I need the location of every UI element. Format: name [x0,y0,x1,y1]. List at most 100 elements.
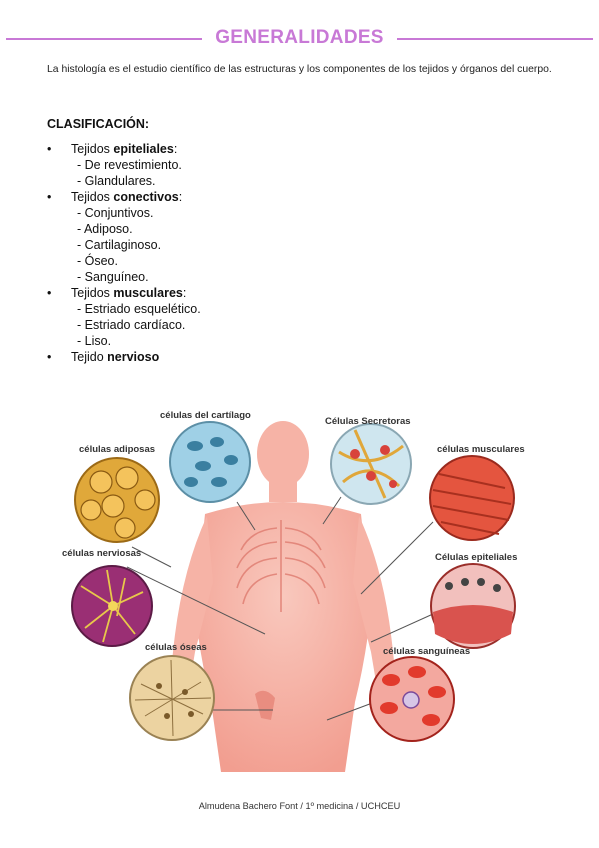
list-item: - Liso. [77,334,112,348]
body-pelvis [255,690,275,720]
list-item: - Glandulares. [77,174,156,188]
nerve-cells-circle [71,565,153,647]
canaliculus [170,659,174,737]
list-item: - Adiposo. [77,222,133,236]
red-blood-cell [408,666,426,678]
connector-nerviosas [126,566,266,635]
red-blood-cells [380,666,446,726]
lacuna [184,477,198,487]
cell [380,445,390,455]
cell [366,471,376,481]
cell [389,480,397,488]
rib [240,527,278,551]
adipose-cells-circle [74,457,160,543]
list-item: - Sanguíneo. [77,270,149,284]
tissues-illustration: células del cartílago Células Secretoras [55,402,555,772]
category-epiteliales: • Tejidos epiteliales: [47,141,347,157]
canaliculus [134,697,212,701]
connector-cartilago [236,501,256,531]
rib [284,573,320,605]
classification-list: • Tejidos epiteliales: - De revestimient… [47,141,347,365]
title-row: GENERALIDADES [0,27,599,51]
red-blood-cell [428,686,446,698]
secretory-cells-circle [330,423,412,505]
adipocyte [114,517,136,539]
tissues-illustration-svg: células del cartílago Células Secretoras [62,410,525,772]
rib [284,541,326,569]
list-item: - De revestimiento. [77,158,182,172]
bullet: • [47,350,52,364]
lacuna [195,461,211,471]
body-head [257,421,309,487]
lacuna [187,441,203,451]
axon [116,577,126,617]
blood-cells-circle [369,656,455,742]
classification-heading: CLASIFICACIÓN: [47,117,150,131]
rib [236,557,278,589]
label-sanguineas: células sanguíneas [383,646,470,657]
fiber [338,444,404,463]
white-blood-cell [402,691,420,709]
adipocyte [115,466,139,490]
nucleus [461,578,469,586]
nucleus [445,582,453,590]
lacuna [211,477,227,487]
category-name: musculares [113,286,183,300]
bullet: • [47,190,52,204]
striation [432,505,510,521]
osteocyte [182,689,188,695]
category-nervioso: • Tejido nervioso [47,349,347,365]
bullet: • [47,142,52,156]
rib [236,541,278,569]
striation [440,521,500,535]
category-prefix: Tejidos [71,286,114,300]
muscle-striations [432,473,512,535]
list-item: - Óseo. [77,254,118,268]
bullet: • [47,286,52,300]
category-name: epiteliales [113,142,174,156]
category-prefix: Tejido [71,350,108,364]
connector-secretoras [322,496,342,525]
red-blood-cell [382,674,400,686]
list-item: - Estriado cardíaco. [77,318,186,332]
body-neck [269,480,297,502]
page-footer: Almudena Bachero Font / 1º medicina / UC… [198,801,401,811]
connector-epiteliales [370,613,434,643]
list-item: - Cartilaginoso. [77,238,162,252]
category-conectivos: • Tejidos conectivos: [47,189,347,205]
adipocyte [134,489,156,511]
label-epiteliales: Células epiteliales [435,552,517,563]
striation [432,489,512,505]
osteocyte [164,713,170,719]
category-prefix: Tejidos [71,142,114,156]
rib [284,557,326,589]
adipocyte [80,499,102,521]
secretory-cells [350,445,397,488]
osteocyte [156,683,162,689]
category-suffix: : [182,286,187,300]
lacuna [224,455,238,465]
cartilage-cells-circle [169,421,251,503]
list-item: - Estriado esquelético. [77,302,201,316]
adipocytes [80,466,156,539]
fiber [353,429,387,499]
label-nerviosas: células nerviosas [62,548,141,559]
osteocytes [156,683,194,719]
intro-paragraph: La histología es el estudio científico d… [47,64,552,75]
bone-canaliculi [134,659,212,737]
page-title: GENERALIDADES [215,27,384,48]
red-blood-cell [380,702,398,714]
epithelial-layer [433,605,513,644]
muscle-cells-circle [429,455,515,541]
striation [438,473,506,489]
neuron-body [108,601,118,611]
body-torso [195,502,371,772]
adipocyte [89,470,113,494]
label-oseas: células óseas [145,642,207,653]
nucleus [477,578,485,586]
lacuna [210,437,224,447]
rib [284,527,322,551]
bone-cells-circle [129,655,215,741]
category-prefix: Tejidos [71,190,114,204]
category-musculares: • Tejidos musculares: [47,285,347,301]
